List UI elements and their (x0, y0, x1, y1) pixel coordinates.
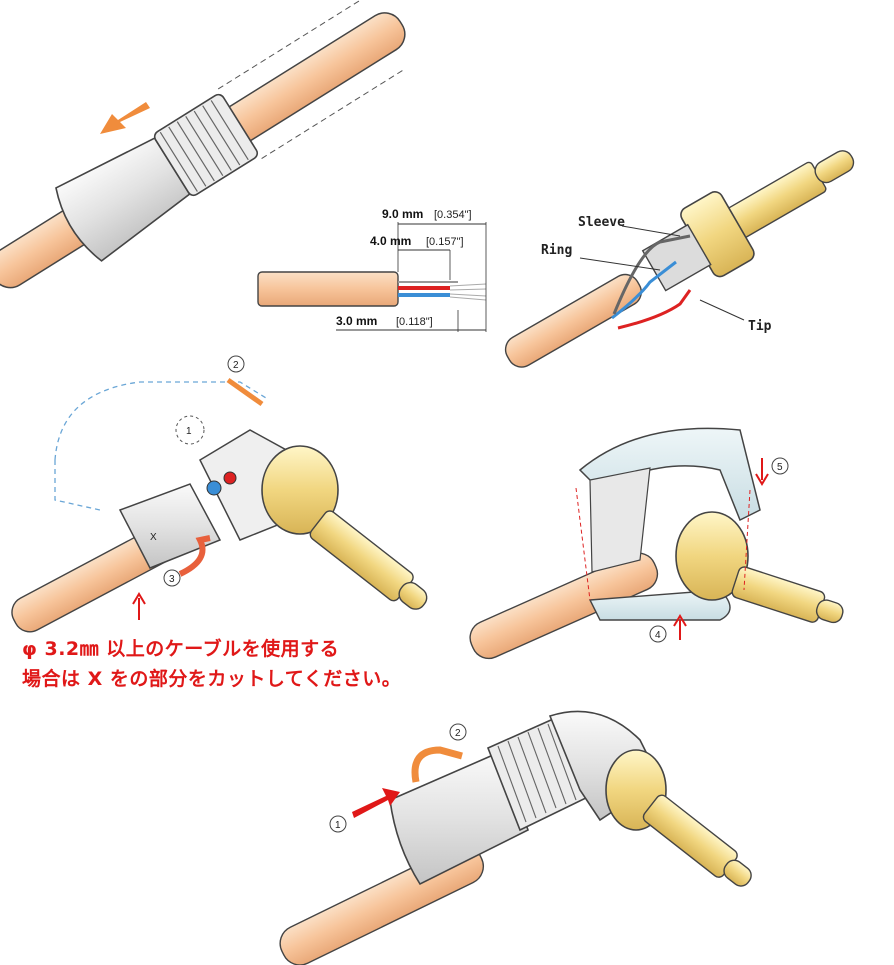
wiring-cable (500, 269, 646, 372)
dim-3mm-in: [0.118"] (396, 316, 433, 328)
step-5-arrow (756, 458, 768, 484)
panel-wiring: Sleeve Ring Tip (487, 123, 871, 390)
step-4: 4 (655, 630, 661, 641)
step-2-left: 2 (233, 360, 239, 371)
step-3-left: 3 (169, 574, 175, 585)
slide-arrow (100, 102, 150, 134)
panel-cable-sleeve (0, 0, 424, 314)
note-arrow (133, 594, 145, 620)
panel-assembly-right: 5 4 (465, 428, 847, 664)
label-sleeve: Sleeve (578, 215, 625, 230)
note-line-2: 場合は X をの部分をカットしてください。 (22, 664, 401, 691)
panel-assembly-left: 1 X 2 3 (6, 356, 434, 637)
dim-9mm: 9.0 mm (382, 207, 423, 221)
dim-4mm: 4.0 mm (370, 234, 411, 248)
step-1: 1 (335, 820, 341, 831)
dim-9mm-in: [0.354"] (434, 209, 472, 221)
panel-strip-dimensions: 9.0 mm [0.354"] 4.0 mm [0.157"] 3.0 mm [… (258, 207, 486, 332)
dim-3mm: 3.0 mm (336, 314, 377, 328)
step-2: 2 (455, 728, 461, 739)
step-1-left: 1 (186, 426, 192, 437)
dim-4mm-in: [0.157"] (426, 236, 464, 248)
label-ring: Ring (541, 243, 572, 258)
panel-finished-plug: 1 2 (274, 711, 758, 965)
label-tip: Tip (748, 319, 772, 334)
step-5: 5 (777, 462, 783, 473)
stripped-cable (258, 272, 398, 306)
x-mark: X (150, 532, 157, 543)
note-line-1: φ 3.2㎜ 以上のケーブルを使用する (22, 634, 339, 661)
